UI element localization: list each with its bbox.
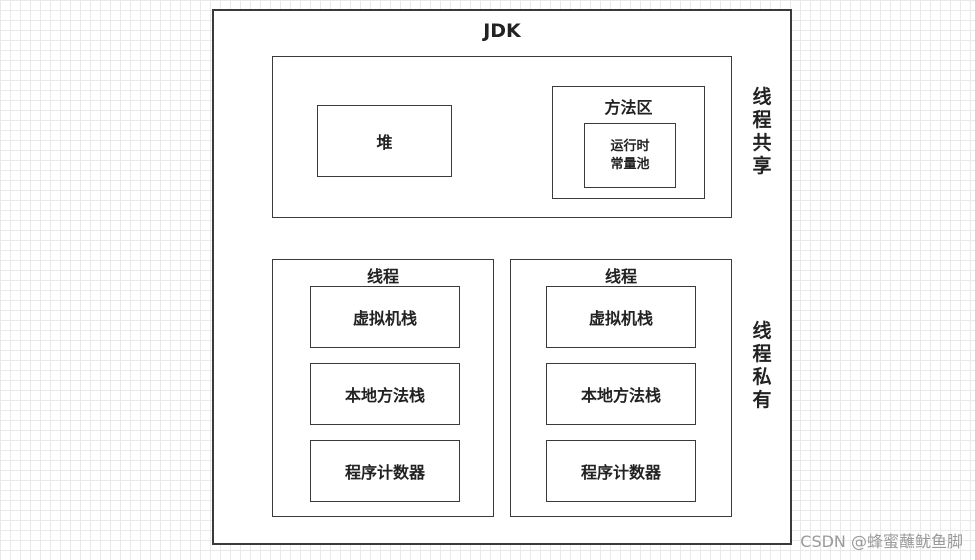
- native-method-stack-box-2: 本地方法栈: [546, 363, 696, 425]
- program-counter-box-2: 程序计数器: [546, 440, 696, 502]
- jdk-title: JDK: [483, 20, 521, 42]
- program-counter-label-2: 程序计数器: [580, 463, 661, 482]
- watermark-text: CSDN @蜂蜜蘸鱿鱼脚: [800, 532, 963, 551]
- program-counter-box-1: 程序计数器: [310, 440, 460, 502]
- thread-title-2: 线程: [604, 267, 637, 286]
- thread-private-label: 线 程 私 有: [752, 320, 772, 411]
- constant-pool-label: 运行时 常量池: [610, 138, 650, 172]
- constant-pool-box: 运行时 常量池: [584, 123, 676, 188]
- jvm-stack-label-2: 虚拟机栈: [588, 309, 653, 328]
- thread-title-1: 线程: [366, 267, 399, 286]
- native-method-stack-label-2: 本地方法栈: [580, 386, 661, 405]
- heap-label: 堆: [376, 133, 393, 152]
- jvm-stack-box-1: 虚拟机栈: [310, 286, 460, 348]
- thread-shared-label: 线 程 共 享: [752, 86, 772, 177]
- jvm-stack-box-2: 虚拟机栈: [546, 286, 696, 348]
- native-method-stack-box-1: 本地方法栈: [310, 363, 460, 425]
- jvm-stack-label-1: 虚拟机栈: [352, 309, 417, 328]
- method-area-title: 方法区: [604, 98, 653, 117]
- native-method-stack-label-1: 本地方法栈: [344, 386, 425, 405]
- heap-box: 堆: [317, 105, 452, 177]
- program-counter-label-1: 程序计数器: [344, 463, 425, 482]
